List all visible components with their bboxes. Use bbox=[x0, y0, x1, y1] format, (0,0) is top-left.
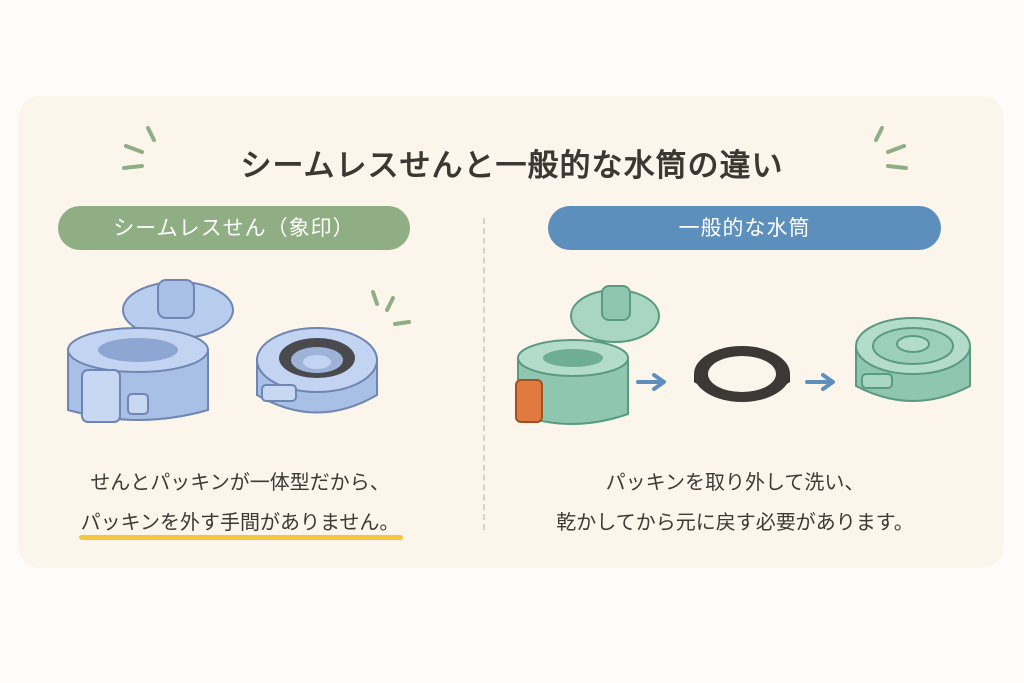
label-regular-bottle: 一般的な水筒 bbox=[548, 206, 941, 250]
caption-seamless-line1: せんとパッキンが一体型だから、 bbox=[90, 470, 390, 494]
sparkle-icon bbox=[874, 126, 908, 170]
seamless-lid-top-illustration bbox=[256, 327, 378, 414]
caption-regular-line2: 乾かしてから元に戻す必要があります。 bbox=[556, 510, 914, 534]
seamless-lid-illustration bbox=[67, 279, 234, 423]
divider bbox=[483, 218, 485, 530]
sparkle-icon bbox=[371, 290, 411, 326]
page-title: シームレスせんと一般的な水筒の違い bbox=[240, 148, 784, 184]
caption-seamless-highlight: パッキンを外す手間がありません。 bbox=[78, 502, 404, 542]
arrow-right-icon bbox=[805, 373, 835, 391]
caption-seamless: せんとパッキンが一体型だから、 パッキンを外す手間がありません。 bbox=[40, 462, 440, 542]
sparkle-icon bbox=[122, 126, 156, 170]
gasket-illustration bbox=[694, 346, 790, 402]
caption-regular: パッキンを取り外して洗い、 乾かしてから元に戻す必要があります。 bbox=[500, 462, 970, 542]
lid-without-gasket-illustration bbox=[855, 317, 971, 402]
label-seamless: シームレスせん（象印） bbox=[58, 206, 410, 250]
caption-regular-line1: パッキンを取り外して洗い、 bbox=[605, 470, 865, 494]
arrow-right-icon bbox=[636, 373, 666, 391]
regular-lid-illustration bbox=[515, 285, 660, 425]
